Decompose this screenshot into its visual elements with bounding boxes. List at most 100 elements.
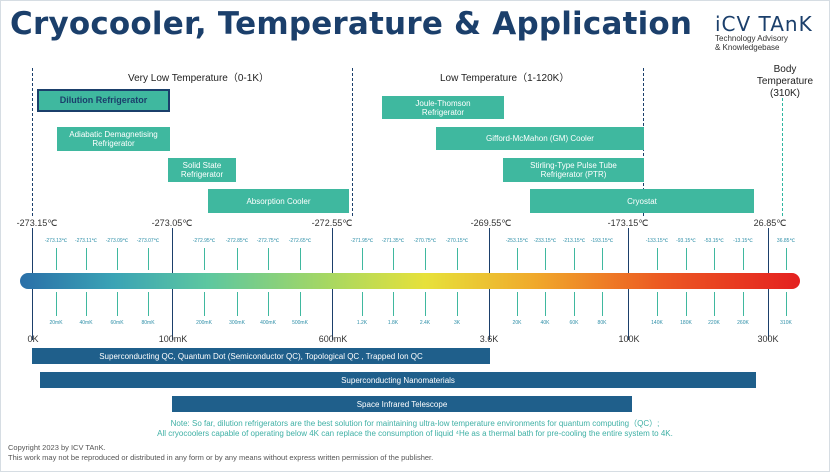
gm-cooler-bar: Gifford-McMahon (GM) Cooler: [436, 127, 644, 150]
low-temperature-label: Low Temperature（1-120K）: [440, 73, 570, 84]
boundary-line-body: [782, 98, 783, 216]
tick: [56, 248, 57, 270]
tick: [425, 248, 426, 270]
application-telescope-label: Space Infrared Telescope: [356, 399, 448, 409]
tick: [602, 248, 603, 270]
tick: [657, 248, 658, 270]
body-temperature-label: Body Temperature (310K): [752, 64, 818, 100]
tick: [237, 292, 238, 316]
very-low-temperature-label: Very Low Temperature（0-1K）: [128, 73, 269, 84]
solid-state-label-1: Solid State: [182, 161, 222, 170]
ptr-bar: Stirling-Type Pulse Tube Refrigerator (P…: [503, 158, 644, 182]
celsius-minor: -273.11℃: [74, 238, 98, 244]
application-bar-qc: Superconducting QC, Quantum Dot (Semicon…: [32, 348, 490, 364]
tick: [117, 248, 118, 270]
cryostat-label: Cryostat: [627, 196, 657, 206]
ptr-label-1: Stirling-Type Pulse Tube: [530, 161, 617, 170]
tick: [148, 248, 149, 270]
kelvin-minor: 40K: [540, 320, 550, 326]
tick: [574, 292, 575, 316]
celsius-minor: -53.15℃: [704, 238, 724, 244]
celsius-minor: -273.09℃: [105, 238, 129, 244]
kelvin-major: 100K: [618, 334, 640, 344]
celsius-minor: -272.75℃: [256, 238, 280, 244]
kelvin-minor: 300mK: [229, 320, 245, 326]
tick: [425, 292, 426, 316]
tick: [300, 248, 301, 270]
joule-thomson-label-2: Refrigerator: [421, 107, 465, 117]
celsius-major-2: -272.55℃: [311, 218, 353, 228]
boundary-line-0K: [32, 68, 33, 216]
absorption-cooler-label: Absorption Cooler: [246, 196, 311, 206]
celsius-minor: -213.15℃: [562, 238, 586, 244]
celsius-major-4: -173.15℃: [607, 218, 649, 228]
copyright-line-2: This work may not be reproduced or distr…: [8, 453, 434, 462]
kelvin-minor: 140K: [651, 320, 663, 326]
celsius-major-5: 26.85℃: [753, 218, 787, 228]
celsius-minor: -270.15℃: [445, 238, 469, 244]
tick: [457, 292, 458, 316]
kelvin-major: 600mK: [318, 334, 348, 344]
kelvin-minor: 260K: [737, 320, 749, 326]
application-bar-nanomaterials: Superconducting Nanomaterials: [40, 372, 756, 388]
tick: [300, 292, 301, 316]
kelvin-minor: 500mK: [292, 320, 308, 326]
joule-thomson-bar: Joule-Thomson Refrigerator: [382, 96, 504, 119]
kelvin-minor: 60K: [569, 320, 579, 326]
tick: [686, 248, 687, 270]
body-temperature-line-3: (310K): [769, 88, 800, 99]
tick: [714, 248, 715, 270]
tick: [517, 248, 518, 270]
boundary-line-1K: [352, 68, 353, 216]
tick: [714, 292, 715, 316]
kelvin-minor: 200mK: [196, 320, 212, 326]
celsius-minor: -133.15℃: [645, 238, 669, 244]
kelvin-major: 3.6K: [479, 334, 499, 344]
ptr-label-2: Refrigerator (PTR): [540, 170, 607, 179]
celsius-minor: -272.85℃: [225, 238, 249, 244]
kelvin-minor: 2.4K: [419, 320, 431, 326]
celsius-minor: -13.15℃: [733, 238, 753, 244]
tick: [743, 292, 744, 316]
tick: [362, 292, 363, 316]
celsius-minor: -271.95℃: [350, 238, 374, 244]
solid-state-refrigerator-bar: Solid State Refrigerator: [168, 158, 236, 182]
kelvin-minor: 180K: [680, 320, 692, 326]
celsius-minor: -271.35℃: [381, 238, 405, 244]
celsius-major-3: -269.55℃: [470, 218, 512, 228]
application-nanomaterials-label: Superconducting Nanomaterials: [341, 375, 455, 385]
adiabatic-label-2: Refrigerator: [92, 139, 135, 148]
tick: [686, 292, 687, 316]
tick: [786, 292, 787, 316]
tick: [657, 292, 658, 316]
celsius-minor: -233.15℃: [533, 238, 557, 244]
note-line-2: All cryocoolers capable of operating bel…: [157, 429, 673, 438]
tick: [457, 248, 458, 270]
kelvin-minor: 310K: [780, 320, 792, 326]
body-temperature-line-2: Temperature: [756, 76, 814, 87]
adiabatic-refrigerator-bar: Adiabatic Demagnetising Refrigerator: [57, 127, 170, 151]
logo-tagline-1: Technology Advisory: [715, 34, 788, 43]
tick: [148, 292, 149, 316]
tick: [545, 292, 546, 316]
tick: [56, 292, 57, 316]
solid-state-label-2: Refrigerator: [180, 170, 224, 179]
kelvin-minor: 400mK: [260, 320, 276, 326]
tick: [786, 248, 787, 270]
kelvin-minor: 20mK: [49, 320, 63, 326]
kelvin-major: 0K: [27, 334, 39, 344]
joule-thomson-label-1: Joule-Thomson: [415, 98, 471, 108]
kelvin-minor: 20K: [512, 320, 522, 326]
tick: [86, 248, 87, 270]
celsius-minor: -270.75℃: [413, 238, 437, 244]
dilution-refrigerator-bar: Dilution Refrigerator: [37, 89, 170, 112]
tick: [517, 292, 518, 316]
cryostat-bar: Cryostat: [530, 189, 754, 213]
dilution-refrigerator-label: Dilution Refrigerator: [59, 95, 148, 105]
tick: [268, 248, 269, 270]
tick: [204, 248, 205, 270]
body-temperature-line-1: Body: [773, 64, 797, 75]
tick: [86, 292, 87, 316]
tick: [237, 248, 238, 270]
gm-cooler-label: Gifford-McMahon (GM) Cooler: [486, 134, 594, 143]
